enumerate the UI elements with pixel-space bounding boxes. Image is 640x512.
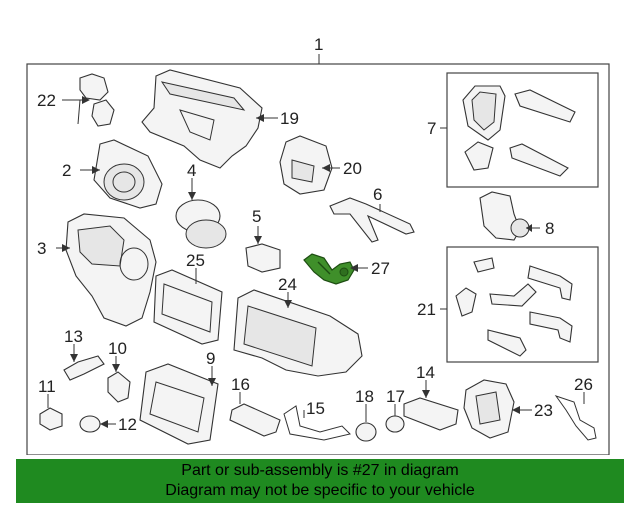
callout-24: 24 [278, 275, 297, 294]
callout-17: 17 [386, 387, 405, 406]
callout-21: 21 [417, 300, 436, 319]
callout-5: 5 [252, 207, 261, 226]
callout-20: 20 [343, 159, 362, 178]
parts-diagram: 1 7 21 22 19 2 20 4 6 [26, 35, 610, 455]
group-frame-7 [446, 72, 599, 188]
callout-4: 4 [187, 161, 196, 180]
banner-line-1: Part or sub-assembly is #27 in diagram [181, 462, 459, 479]
callout-18: 18 [355, 387, 374, 406]
callout-2: 2 [62, 161, 71, 180]
group-frame-21 [446, 246, 599, 363]
callout-7: 7 [427, 119, 436, 138]
callout-13: 13 [64, 327, 83, 346]
callout-9: 9 [206, 349, 215, 368]
callout-25: 25 [186, 251, 205, 270]
callout-19: 19 [280, 109, 299, 128]
callout-26: 26 [574, 375, 593, 394]
callout-15: 15 [306, 399, 325, 418]
info-banner: Part or sub-assembly is #27 in diagram D… [16, 459, 624, 503]
callout-27: 27 [371, 259, 390, 278]
highlighted-part-27[interactable] [303, 253, 355, 285]
callout-1: 1 [314, 35, 323, 54]
callout-12: 12 [118, 415, 137, 434]
callout-8: 8 [545, 219, 554, 238]
callout-23: 23 [534, 401, 553, 420]
callout-11: 11 [38, 377, 56, 396]
banner-line-2: Diagram may not be specific to your vehi… [165, 482, 475, 499]
callout-3: 3 [37, 239, 46, 258]
callout-6: 6 [373, 185, 382, 204]
callout-10: 10 [108, 339, 127, 358]
callout-22: 22 [37, 91, 56, 110]
callout-14: 14 [416, 363, 435, 382]
main-frame [26, 63, 610, 455]
callout-16: 16 [231, 375, 250, 394]
